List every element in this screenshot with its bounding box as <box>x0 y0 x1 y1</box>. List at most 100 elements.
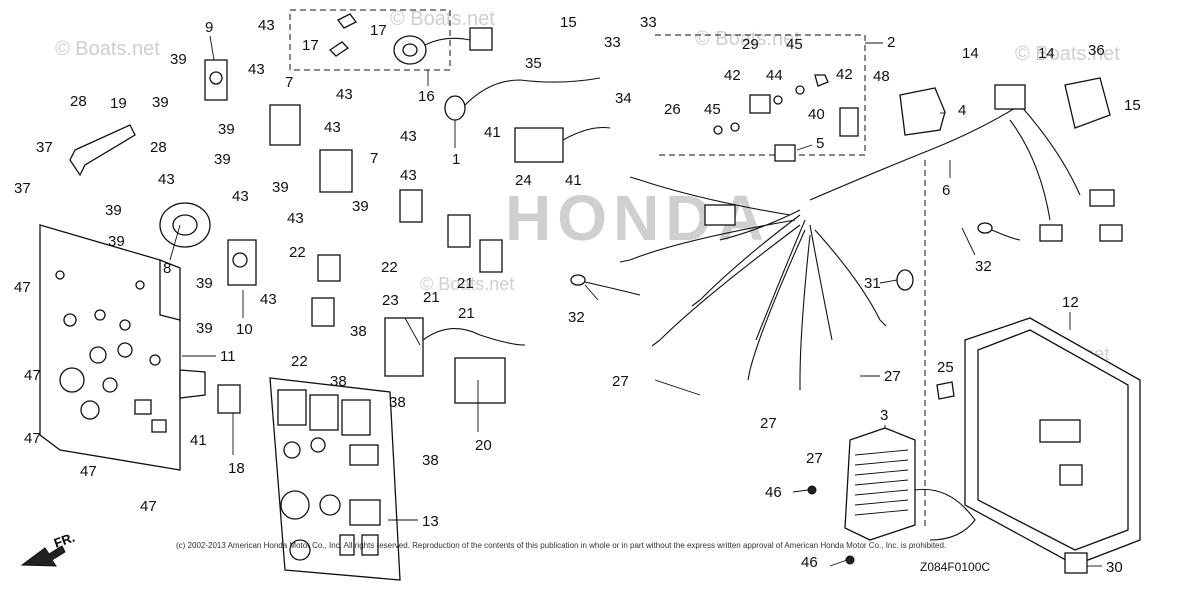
callout-43: 43 <box>248 61 265 78</box>
callout-37: 37 <box>36 139 53 156</box>
watermark-text: © Boats.net <box>420 274 514 294</box>
callout-41: 41 <box>484 124 501 141</box>
callout-3: 3 <box>880 407 888 424</box>
callout-47: 47 <box>24 367 41 384</box>
callout-39: 39 <box>108 233 125 250</box>
relay-4 <box>899 87 946 136</box>
label-25 <box>936 381 955 400</box>
callout-39: 39 <box>272 179 289 196</box>
direction-label: FR. <box>52 530 77 551</box>
callout-14: 14 <box>1038 45 1055 62</box>
callout-5: 5 <box>816 135 824 152</box>
callout-43: 43 <box>400 128 417 145</box>
callout-7: 7 <box>285 74 293 91</box>
key-switch <box>328 13 493 65</box>
callout-19: 19 <box>110 95 127 112</box>
callout-42: 42 <box>724 67 741 84</box>
callout-15: 15 <box>1124 97 1141 114</box>
callout-21: 21 <box>423 289 440 306</box>
callout-30: 30 <box>1106 559 1123 576</box>
connector-30 <box>1064 552 1088 574</box>
watermark-text: © Boats.net <box>390 8 495 30</box>
callout-21: 21 <box>457 275 474 292</box>
callout-18: 18 <box>228 460 245 477</box>
callout-36: 36 <box>1088 42 1105 59</box>
callout-43: 43 <box>287 210 304 227</box>
callout-27: 27 <box>884 368 901 385</box>
callout-39: 39 <box>214 151 231 168</box>
clamp-31 <box>896 269 914 291</box>
callout-39: 39 <box>105 202 122 219</box>
callout-39: 39 <box>152 94 169 111</box>
callout-43: 43 <box>324 119 341 136</box>
callout-29: 29 <box>742 36 759 53</box>
callout-39: 39 <box>218 121 235 138</box>
callout-43: 43 <box>158 171 175 188</box>
callout-23: 23 <box>382 292 399 309</box>
callout-10: 10 <box>236 321 253 338</box>
callout-22: 22 <box>381 259 398 276</box>
group-box-16 <box>289 9 451 71</box>
direction-arrow <box>20 545 66 567</box>
callout-41: 41 <box>190 432 207 449</box>
callout-47: 47 <box>24 430 41 447</box>
callout-27: 27 <box>760 415 777 432</box>
callout-9: 9 <box>205 19 213 36</box>
callout-33: 33 <box>604 34 621 51</box>
control-panel-plate <box>39 224 206 471</box>
callout-47: 47 <box>14 279 31 296</box>
callout-43: 43 <box>336 86 353 103</box>
group-box-2 <box>655 34 866 156</box>
callout-27: 27 <box>612 373 629 390</box>
callout-32: 32 <box>568 309 585 326</box>
callout-16: 16 <box>418 88 435 105</box>
callout-48: 48 <box>873 68 890 85</box>
callout-24: 24 <box>515 172 532 189</box>
callout-47: 47 <box>80 463 97 480</box>
callout-39: 39 <box>352 198 369 215</box>
control-box <box>964 317 1141 566</box>
callout-44: 44 <box>766 67 783 84</box>
callout-46: 46 <box>765 484 782 501</box>
callout-14: 14 <box>962 45 979 62</box>
callout-20: 20 <box>475 437 492 454</box>
callout-45: 45 <box>704 101 721 118</box>
callout-32: 32 <box>975 258 992 275</box>
callout-1: 1 <box>452 151 460 168</box>
callout-17: 17 <box>302 37 319 54</box>
ring-terminals <box>570 222 1021 296</box>
callout-6: 6 <box>942 182 950 199</box>
outlet-receptacles <box>159 59 503 414</box>
regulator-3 <box>844 427 976 541</box>
watermark-text: © Boats.net <box>695 28 800 50</box>
circuit-parts <box>384 77 611 404</box>
callout-28: 28 <box>150 139 167 156</box>
callout-17: 17 <box>370 22 387 39</box>
copyright-notice: (c) 2002-2013 American Honda Motor Co., … <box>176 541 946 550</box>
callout-12: 12 <box>1062 294 1079 311</box>
watermark-text: © Boats.net <box>1015 43 1120 65</box>
callout-22: 22 <box>289 244 306 261</box>
callout-15: 15 <box>560 14 577 31</box>
watermark-text: © Boats.net <box>55 38 160 60</box>
callout-11: 11 <box>220 348 236 365</box>
callout-34: 34 <box>615 90 632 107</box>
callout-labels: 9 43 43 43 43 43 43 43 43 43 43 39 39 39… <box>14 14 1141 576</box>
regulator-group <box>713 74 859 162</box>
callout-21: 21 <box>458 305 475 322</box>
callout-26: 26 <box>664 101 681 118</box>
drawing-code: Z084F0100C <box>920 560 990 574</box>
callout-41: 41 <box>565 172 582 189</box>
bracket-19 <box>69 124 136 177</box>
callout-38: 38 <box>422 452 439 469</box>
front-panel <box>269 377 401 581</box>
callout-39: 39 <box>170 51 187 68</box>
callout-43: 43 <box>260 291 277 308</box>
parts-layer <box>20 13 1141 581</box>
group-boxes <box>289 9 926 530</box>
callout-27: 27 <box>806 450 823 467</box>
callout-2: 2 <box>887 34 895 51</box>
callout-37: 37 <box>14 180 31 197</box>
callout-31: 31 <box>864 275 881 292</box>
